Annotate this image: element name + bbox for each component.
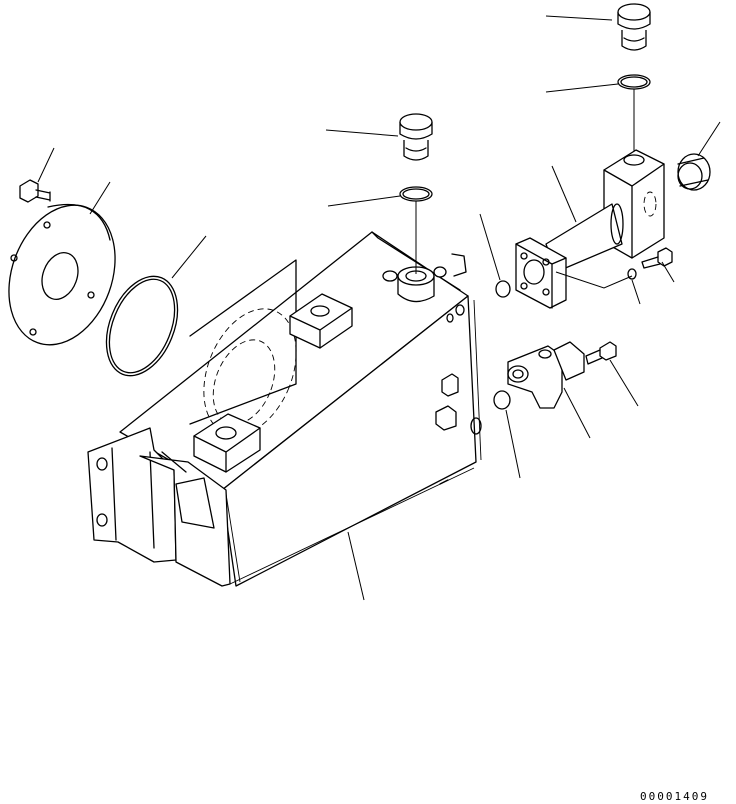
- plug-middle: [399, 113, 433, 161]
- small-o-ring-lower: [493, 390, 511, 410]
- cover-plate: [8, 203, 116, 346]
- bolt-elbow: [585, 341, 617, 365]
- part-code: 00001409: [640, 790, 709, 803]
- large-o-ring: [105, 275, 179, 377]
- elbow-fitting: [507, 341, 585, 409]
- o-ring-middle: [399, 186, 433, 202]
- tank-body: [87, 231, 482, 587]
- small-bolt-right: [641, 247, 673, 269]
- cap: [677, 153, 711, 191]
- plug-right: [617, 3, 651, 51]
- leader-lines: [37, 15, 721, 601]
- flange-bolt: [19, 179, 51, 203]
- o-ring-right: [617, 74, 651, 90]
- pipe-block: [515, 149, 665, 309]
- small-o-ring-upper: [495, 280, 511, 298]
- washer: [627, 268, 637, 280]
